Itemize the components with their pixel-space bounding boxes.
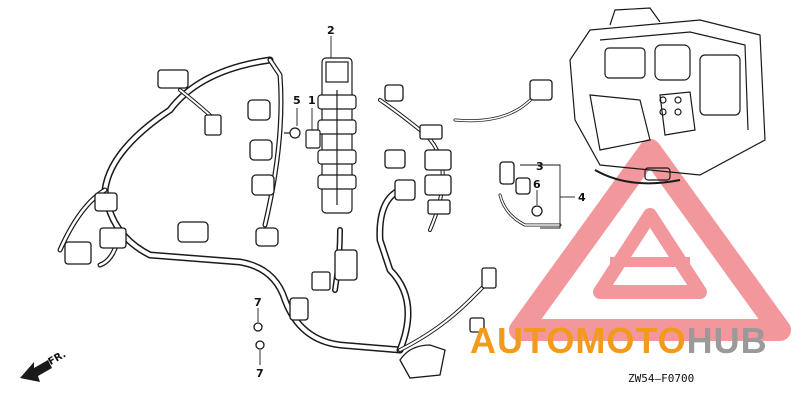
ignition-coil-assembly	[317, 57, 357, 214]
callout-5: 5	[293, 94, 301, 107]
callout-7a: 7	[254, 296, 262, 309]
diagram-code: ZW54—F0700	[628, 372, 695, 385]
watermark-part-a: AUTOMOTO	[470, 320, 687, 361]
front-direction-arrow-icon	[20, 360, 52, 382]
watermark-triangle-logo	[509, 139, 791, 341]
callout-1: 1	[308, 94, 316, 107]
leader-lines	[257, 36, 575, 365]
watermark-part-b: HUB	[686, 320, 768, 361]
callout-labels: 1 2 3 4 5 6 7 7	[254, 24, 586, 380]
engine-block	[569, 7, 766, 185]
callout-7b: 7	[256, 367, 264, 380]
callout-4: 4	[578, 191, 586, 204]
watermark-text: AUTOMOTOHUB	[470, 320, 768, 362]
harness-connectors	[64, 69, 553, 379]
harness-main-trunk	[57, 56, 562, 354]
callout-6: 6	[533, 178, 541, 191]
callout-3: 3	[536, 160, 544, 173]
callout-2: 2	[327, 24, 335, 37]
bracket-bolt-parts	[284, 127, 321, 149]
